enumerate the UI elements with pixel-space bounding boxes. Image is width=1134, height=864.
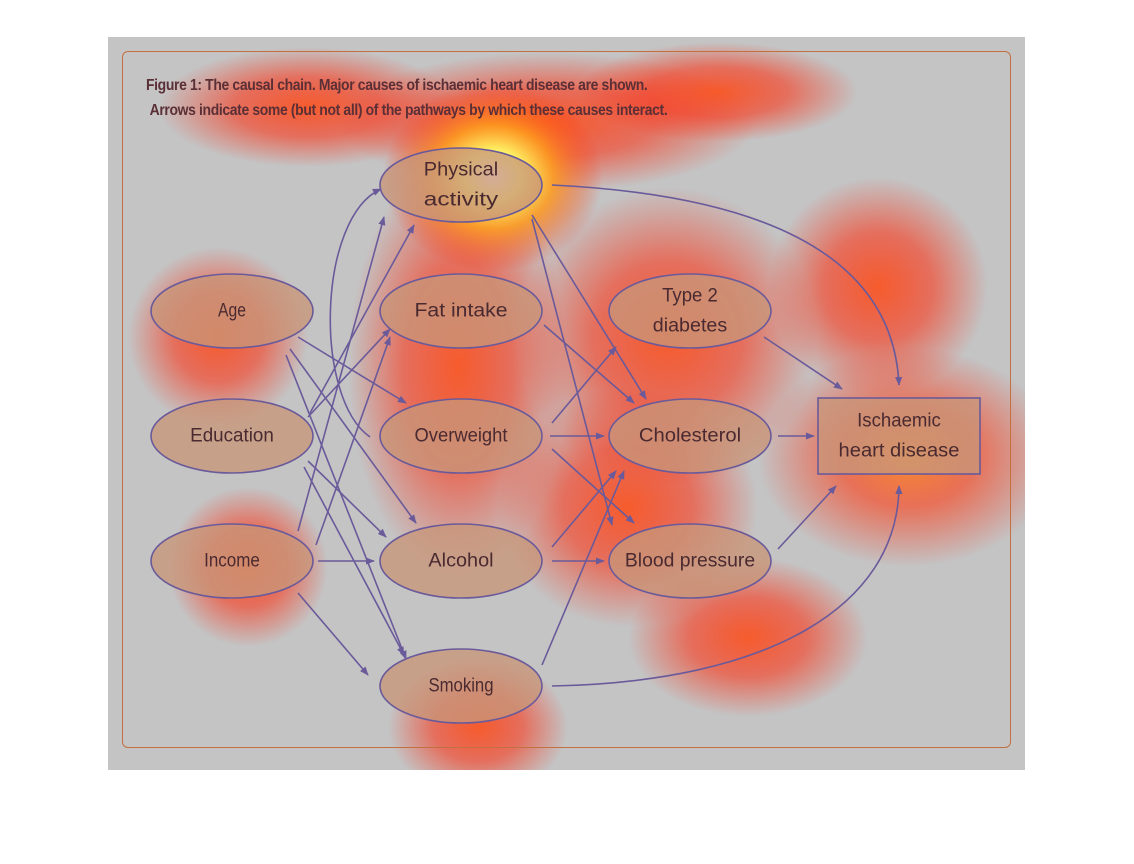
node-cholesterol: Cholesterol xyxy=(608,398,772,474)
node-fat-intake-shape xyxy=(379,273,543,349)
edge-overweight-to-blood-pressure xyxy=(551,448,635,524)
node-age-label-1: Age xyxy=(218,301,246,322)
node-physical-activity-label-2: activity xyxy=(424,190,499,211)
node-alcohol-label-1: Alcohol xyxy=(428,551,493,572)
edge-smoking-to-ischaemic-heart-disease xyxy=(551,485,903,687)
node-type2-diabetes-shape xyxy=(608,273,772,349)
edge-age-to-physical-activity xyxy=(329,188,382,438)
edge-physical-activity-to-ischaemic-heart-disease xyxy=(551,184,903,386)
node-type2-diabetes-label-1: Type 2 xyxy=(662,286,718,307)
node-overweight: Overweight xyxy=(379,398,543,474)
edge-age-to-alcohol xyxy=(289,348,417,524)
node-fat-intake-label-1: Fat intake xyxy=(415,301,508,322)
node-income-shape xyxy=(150,523,314,599)
node-overweight-shape xyxy=(379,398,543,474)
node-fat-intake: Fat intake xyxy=(379,273,543,349)
node-education: Education xyxy=(150,398,314,474)
edge-income-to-fat-intake xyxy=(315,336,391,546)
node-income: Income xyxy=(150,523,314,599)
node-blood-pressure-shape xyxy=(608,523,772,599)
node-smoking-shape xyxy=(379,648,543,724)
edge-age-to-smoking xyxy=(285,354,407,660)
edge-layer xyxy=(285,184,903,687)
node-ischaemic-heart-disease-label-2: heart disease xyxy=(839,441,960,462)
node-blood-pressure: Blood pressure xyxy=(608,523,772,599)
caption-line-2: Arrows indicate some (but not all) of th… xyxy=(149,102,668,119)
heat-blob-upper-right xyxy=(768,177,988,397)
node-age: Age xyxy=(150,273,314,349)
edge-income-to-physical-activity xyxy=(297,216,386,532)
node-type2-diabetes-label-2: diabetes xyxy=(653,316,727,337)
node-smoking-label-1: Smoking xyxy=(428,676,493,697)
edge-blood-pressure-to-ischaemic-heart-disease xyxy=(777,485,837,550)
figure-frame xyxy=(122,51,1011,748)
edge-smoking-to-cholesterol xyxy=(541,470,625,666)
node-alcohol-shape xyxy=(379,523,543,599)
node-education-label-1: Education xyxy=(190,426,274,447)
caption-line-1: Figure 1: The causal chain. Major causes… xyxy=(146,77,648,94)
node-ischaemic-heart-disease-label-1: Ischaemic xyxy=(857,411,941,432)
edge-fat-intake-to-cholesterol xyxy=(543,324,635,404)
node-smoking: Smoking xyxy=(379,648,543,724)
edge-physical-activity-to-blood-pressure xyxy=(531,218,614,526)
node-ischaemic-heart-disease: Ischaemic heart disease xyxy=(817,397,981,475)
node-type2-diabetes: Type 2 diabetes xyxy=(608,273,772,349)
node-age-shape xyxy=(150,273,314,349)
figure-caption: Figure 1: The causal chain. Major causes… xyxy=(146,73,830,123)
edge-alcohol-to-cholesterol xyxy=(551,470,617,548)
node-overweight-label-1: Overweight xyxy=(415,426,509,447)
edge-income-to-smoking xyxy=(297,592,369,676)
node-ischaemic-heart-disease-shape xyxy=(817,397,981,475)
node-physical-activity-label-1: Physical xyxy=(424,160,498,181)
node-blood-pressure-label-1: Blood pressure xyxy=(625,551,755,572)
node-cholesterol-shape xyxy=(608,398,772,474)
figure-panel: Figure 1: The causal chain. Major causes… xyxy=(108,37,1025,770)
node-cholesterol-label-1: Cholesterol xyxy=(639,426,741,447)
edge-education-to-fat-intake xyxy=(307,328,391,418)
node-alcohol: Alcohol xyxy=(379,523,543,599)
edge-education-to-alcohol xyxy=(307,460,387,538)
edge-education-to-physical-activity xyxy=(309,224,415,414)
edge-physical-activity-to-cholesterol xyxy=(531,214,647,400)
heat-blob-caption-end xyxy=(578,42,858,142)
edge-overweight-to-type2-diabetes xyxy=(551,346,617,424)
edge-type2-diabetes-to-ischaemic-heart-disease xyxy=(763,336,843,390)
node-income-label-1: Income xyxy=(204,551,260,572)
node-physical-activity: Physical activity xyxy=(379,147,543,223)
node-education-shape xyxy=(150,398,314,474)
node-physical-activity-shape xyxy=(379,147,543,223)
